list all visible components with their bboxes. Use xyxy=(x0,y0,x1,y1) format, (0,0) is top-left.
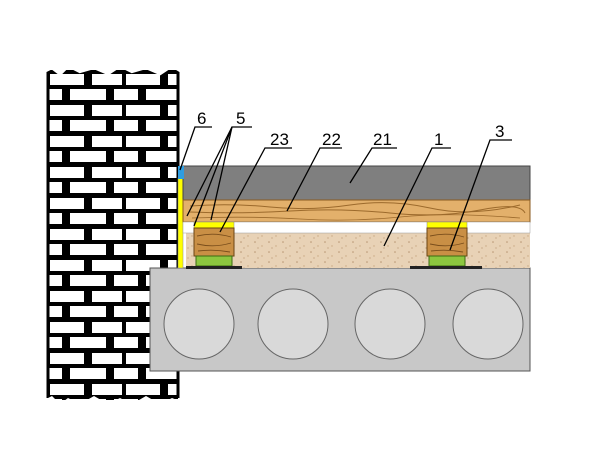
floor-log-left xyxy=(186,221,242,269)
slab-void xyxy=(257,288,329,360)
elastic-pad xyxy=(195,255,233,267)
edge-strip xyxy=(177,177,184,269)
floor-log-right xyxy=(410,221,482,269)
seal-strip xyxy=(178,166,184,179)
callout-22: 22 xyxy=(322,130,341,149)
elastic-pad xyxy=(428,255,466,267)
finish-floor-covering xyxy=(182,165,531,201)
hollow-core-slab xyxy=(149,267,531,372)
callout-5: 5 xyxy=(236,109,245,128)
slab-void xyxy=(354,288,426,360)
callout-23: 23 xyxy=(270,130,289,149)
slab-void xyxy=(452,288,524,360)
callout-3: 3 xyxy=(495,122,504,141)
callout-6: 6 xyxy=(197,109,206,128)
callout-1: 1 xyxy=(434,130,443,149)
insulation-layer xyxy=(186,233,530,268)
slab-void xyxy=(163,288,235,360)
leader-lines xyxy=(179,126,512,251)
callout-21: 21 xyxy=(373,130,392,149)
brick-wall xyxy=(42,60,184,410)
underlay-strip xyxy=(182,221,531,234)
